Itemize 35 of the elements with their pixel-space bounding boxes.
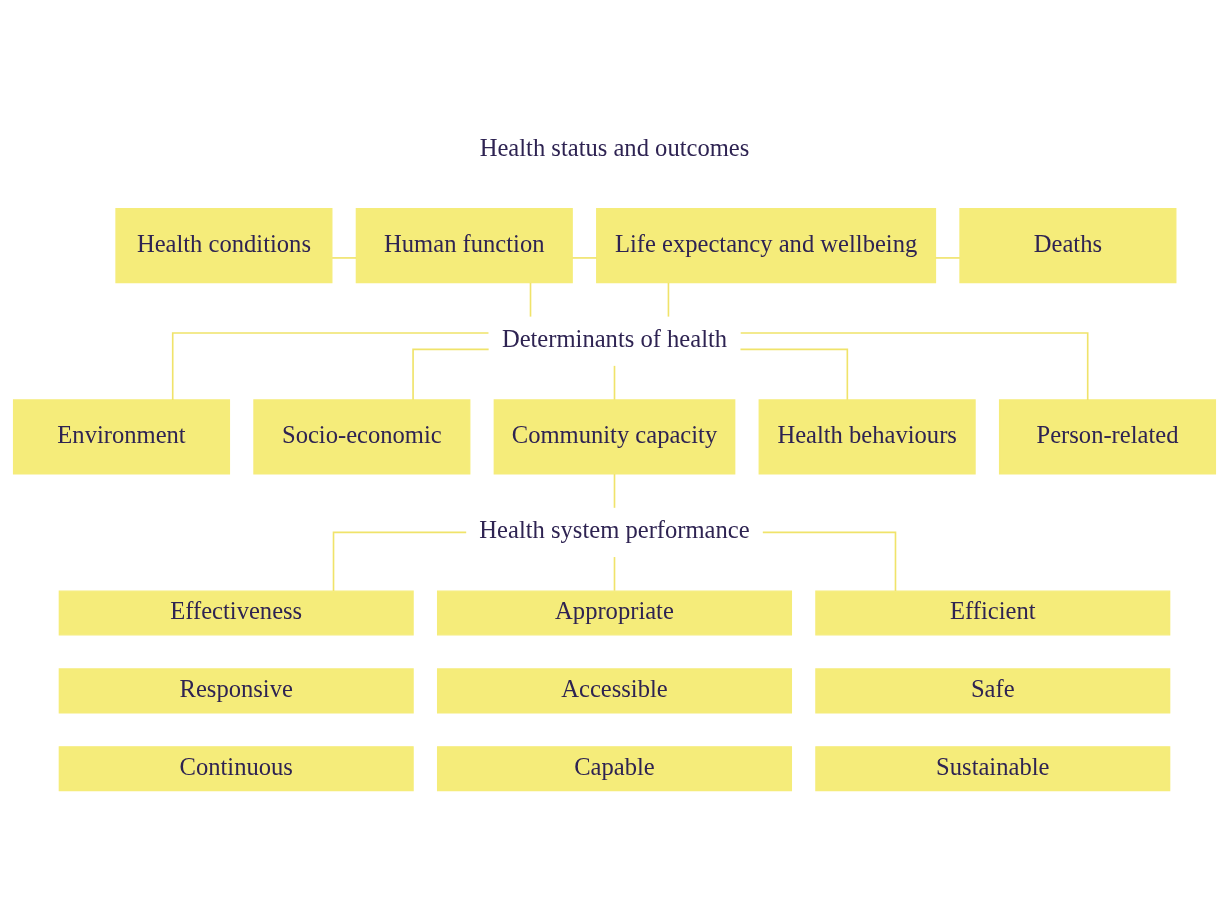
node-box: Capable [436,745,793,791]
connector [171,331,490,401]
node-box: Environment [12,398,231,474]
node-text: Health system performance [479,515,750,543]
node-box: Safe [815,667,1171,713]
connector [331,256,357,259]
node-box: Accessible [436,667,793,713]
label: Health status and outcomes [479,133,750,161]
connector [739,331,1089,401]
node-box: Health conditions [115,207,333,283]
connector [667,281,670,317]
node-box: Efficient [815,589,1171,636]
node-box: Human function [355,207,573,283]
node-box: Effectiveness [58,589,414,636]
connector [613,472,616,509]
connector [529,281,532,317]
node-box: Sustainable [815,745,1171,791]
node-box: Life expectancy and wellbeing [596,207,937,283]
node-box: Appropriate [436,589,793,636]
connector [613,555,616,592]
connector [739,348,849,401]
connector [613,364,616,400]
node-text: Determinants of health [501,324,728,352]
node-box: Responsive [58,667,414,713]
connector [332,531,467,592]
connector [934,256,961,259]
connector [762,531,897,592]
node-box: Socio-economic [253,398,471,474]
node-box: Continuous [58,745,414,791]
node-box: Community capacity [493,398,736,474]
connector [571,256,598,259]
node-box: Health behaviours [758,398,976,474]
node-box: Person-related [998,398,1217,474]
connector [412,348,490,401]
node-box: Deaths [959,207,1177,283]
